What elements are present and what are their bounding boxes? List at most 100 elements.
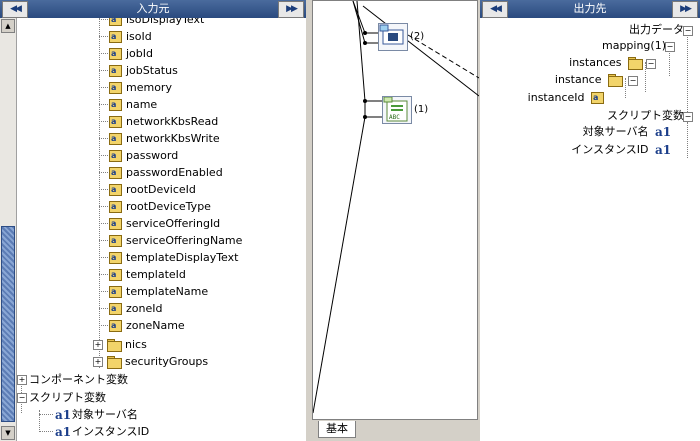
collapse-left-button[interactable]: ◀◀ [482,1,508,18]
tree-script-var-target-server[interactable]: a1対象サーバ名 [55,406,138,423]
field-icon: a [109,167,123,179]
tree-script-var-target-server[interactable]: 対象サーバ名 a1 [583,124,672,140]
tree-mapping[interactable]: mapping(1) [602,38,666,54]
field-icon: a [591,92,605,104]
expand-toggle[interactable]: + [93,340,103,350]
svg-text:ABC: ABC [389,114,400,121]
folder-icon [608,74,623,87]
field-icon: a [109,31,123,43]
folder-icon [107,356,122,369]
scrollbar-thumb[interactable] [1,226,15,422]
tree-script-variables[interactable]: −スクリプト変数 [17,389,106,406]
script-var-label: 対象サーバ名 [582,125,649,138]
field-label: jobId [126,47,153,60]
target-panel-title: 出力先 [573,2,607,15]
mapping-label: mapping(1) [601,39,666,52]
expand-toggle[interactable]: + [17,375,27,385]
collapse-left-button[interactable]: ◀◀ [2,1,28,18]
field-label: networkKbsWrite [126,132,220,145]
mapping-node-2[interactable] [378,23,408,51]
script-var-label: インスタンスID [571,143,649,156]
field-icon: a [109,320,123,332]
field-icon: a [109,65,123,77]
source-panel-header: ◀◀ 入力元 ▶▶ [0,0,306,18]
double-right-arrow-icon: ▶▶ [286,4,298,14]
expand-right-button[interactable]: ▶▶ [672,1,698,18]
mapping-canvas[interactable]: (2) ABC (1) [312,0,479,420]
field-label: templateDisplayText [126,251,239,264]
source-tree-scrollbar[interactable]: ▲ ▼ [0,18,17,441]
tree-instance-id[interactable]: instanceId a [528,90,608,106]
field-icon: a [109,286,123,298]
collapse-toggle[interactable]: − [665,42,675,52]
mapping-lines [313,1,479,414]
field-icon: a [109,133,123,145]
collapse-toggle[interactable]: − [683,112,693,122]
target-panel-header: ◀◀ 出力先 ▶▶ [480,0,700,18]
mapping-node-1[interactable]: ABC [382,96,412,124]
tree-script-var-instance-id[interactable]: a1インスタンスID [55,423,149,440]
expand-right-button[interactable]: ▶▶ [278,1,304,18]
tree-component-variables[interactable]: +コンポーネント変数 [17,371,128,388]
collapse-toggle[interactable]: − [17,393,27,403]
instance-label: instance [554,73,602,86]
folder-icon [628,57,643,70]
field-label: serviceOfferingId [126,217,221,230]
node-label-1: (1) [414,104,429,115]
field-icon: a [109,116,123,128]
triangle-up-icon: ▲ [5,22,11,30]
tree-folder-nics[interactable]: +nics [93,336,147,353]
tree-script-variables[interactable]: スクリプト変数 [607,108,684,124]
tree-folder-securitygroups[interactable]: +securityGroups [93,353,208,370]
script-var-label: インスタンスID [72,425,150,438]
variable-icon: a1 [655,143,672,157]
field-label: zoneId [126,302,163,315]
tree-output-data[interactable]: 出力データ [629,22,684,38]
instances-label: instances [569,56,622,69]
source-panel-title: 入力元 [136,2,170,15]
variable-icon: a1 [55,407,72,422]
collapse-toggle[interactable]: − [683,26,693,36]
script-var-label: 対象サーバ名 [72,408,138,421]
field-icon: a [109,82,123,94]
tree-script-var-instance-id[interactable]: インスタンスID a1 [571,142,672,158]
tree-instances[interactable]: instances [569,55,646,71]
field-label: templateId [126,268,186,281]
field-label: isoId [126,30,152,43]
field-icon: a [109,18,123,26]
expand-toggle[interactable]: + [93,357,103,367]
tab-basic[interactable]: 基本 [318,421,356,438]
field-icon: a [109,48,123,60]
field-icon: a [109,235,123,247]
field-label: templateName [126,285,209,298]
instance-id-label: instanceId [527,91,585,104]
field-icon: a [109,252,123,264]
field-label: networkKbsRead [126,115,219,128]
field-label: rootDeviceId [126,183,196,196]
scroll-up-button[interactable]: ▲ [1,19,15,33]
scroll-down-button[interactable]: ▼ [1,426,15,440]
variable-icon: a1 [655,125,672,139]
collapse-toggle[interactable]: − [646,59,656,69]
tree-instance[interactable]: instance [555,72,626,88]
collapse-toggle[interactable]: − [628,76,638,86]
